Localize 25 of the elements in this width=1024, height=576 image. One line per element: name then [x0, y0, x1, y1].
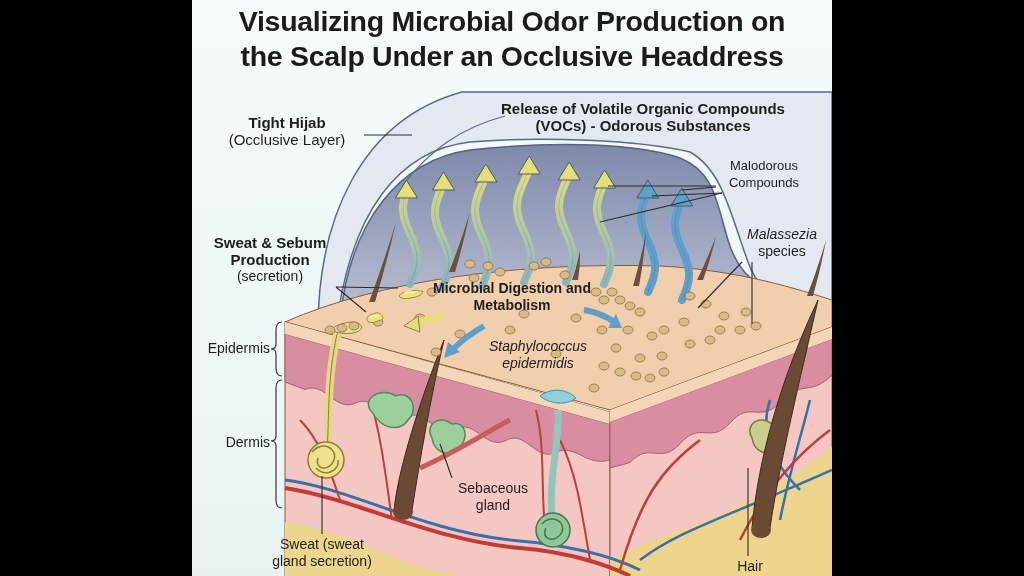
leader-line — [335, 286, 399, 289]
leader-line — [747, 467, 749, 557]
leader-line — [439, 443, 453, 479]
callout-label: Hair — [736, 558, 764, 575]
callout-label: Malassezia species — [746, 226, 818, 260]
title: Visualizing Microbial Odor Production on the Scalp Under an Occlusive Headdress — [237, 4, 787, 74]
process-label: Microbial Digestion and Metabolism — [432, 280, 592, 314]
leader-line — [363, 134, 413, 136]
layer-label: Epidermis — [206, 340, 270, 357]
callout-label: Sebaceous gland — [456, 480, 530, 514]
layer-label: Dermis — [224, 434, 270, 451]
callout-label: Malodorous Compounds — [727, 157, 801, 191]
callout-label: Sweat (sweat gland secretion) — [271, 536, 373, 570]
leader-line — [335, 286, 367, 313]
leader-line — [751, 261, 753, 325]
leader-line — [697, 261, 743, 309]
leader-line — [681, 186, 717, 191]
organism-label: Staphylococcus epidermidis — [487, 338, 589, 372]
heading-text: Release of Volatile Organic Compounds (VOCs) - Odorous Substances — [500, 100, 786, 134]
leader-line — [607, 185, 717, 187]
callout-label: Sweat & Sebum Production — [212, 234, 328, 268]
leader-line — [651, 192, 723, 197]
callout-label: (Occlusive Layer) — [227, 131, 347, 148]
callout-label: (secretion) — [235, 268, 305, 285]
callout-label: Tight Hijab — [247, 114, 327, 131]
